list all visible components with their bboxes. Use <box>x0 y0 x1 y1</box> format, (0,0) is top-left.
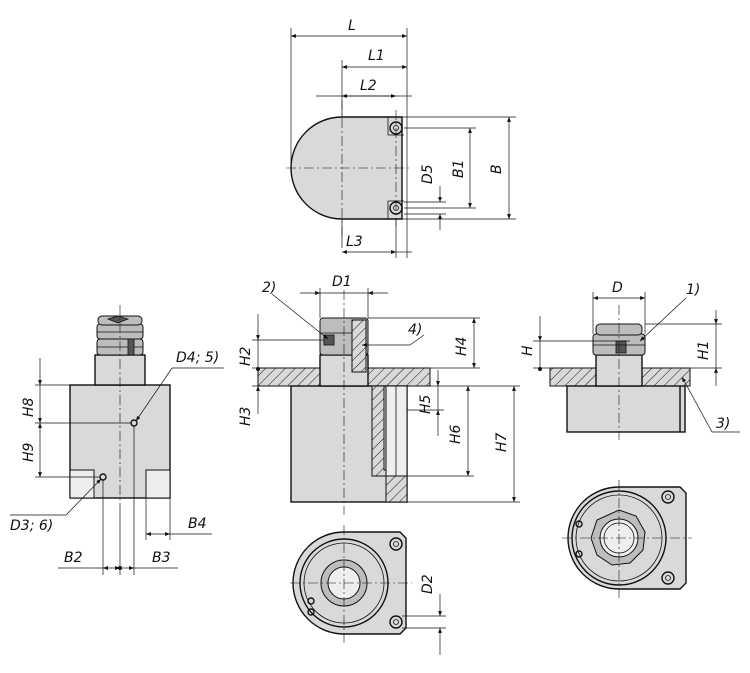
left-side-view: H8 H9 D4; 5) D3; 6) B2 B3 B4 <box>10 305 224 575</box>
label-B1: B1 <box>451 159 467 178</box>
label-note-4: 4) <box>408 322 422 338</box>
label-B4: B4 <box>188 516 207 532</box>
label-D3-6: D3; 6) <box>10 518 53 534</box>
label-note-3: 3) <box>716 416 730 432</box>
label-D: D <box>612 280 623 296</box>
label-H7: H7 <box>494 432 510 452</box>
label-H9: H9 <box>21 442 37 462</box>
label-B: B <box>489 164 505 174</box>
label-D1: D1 <box>332 274 352 290</box>
bottom-plan-view: D2 <box>290 525 446 655</box>
label-B3: B3 <box>152 550 171 566</box>
label-H6: H6 <box>448 424 464 444</box>
label-H2: H2 <box>238 346 254 366</box>
right-bottom-view <box>562 480 692 598</box>
label-B2: B2 <box>64 550 83 566</box>
label-D5: D5 <box>420 164 436 184</box>
label-L2: L2 <box>360 78 377 94</box>
label-H5: H5 <box>418 394 434 414</box>
label-H3: H3 <box>238 407 254 426</box>
center-section-view: D1 2) 4) H2 H3 H4 H5 H6 <box>238 274 520 515</box>
label-note-2: 2) <box>262 280 276 296</box>
label-L3: L3 <box>346 234 363 250</box>
top-plan-view: L L1 L2 L3 B B1 D5 <box>286 18 516 258</box>
label-note-1: 1) <box>686 282 700 298</box>
label-H4: H4 <box>454 337 470 356</box>
label-D4-5: D4; 5) <box>176 350 219 366</box>
label-H: H <box>520 345 536 356</box>
label-D2: D2 <box>420 574 436 594</box>
label-L1: L1 <box>368 48 385 64</box>
label-L: L <box>348 18 356 34</box>
label-H8: H8 <box>21 397 37 417</box>
right-side-view: D 1) H H1 3) <box>520 280 740 440</box>
label-H1: H1 <box>696 341 712 360</box>
